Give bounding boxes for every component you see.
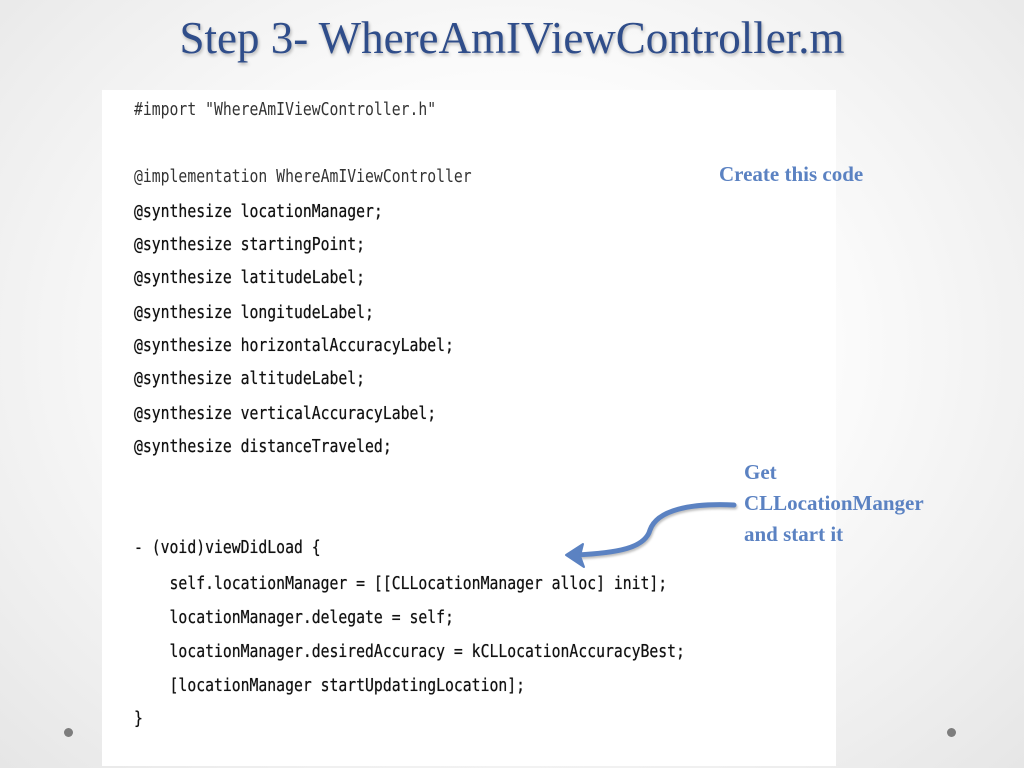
get-location-manager-note-line-1: Get xyxy=(744,460,777,484)
code-line-synthesize-longitude-label: @synthesize longitudeLabel; xyxy=(134,302,374,323)
code-line-synthesize-location-manager: @synthesize locationManager; xyxy=(134,201,383,222)
nav-dot-icon-left xyxy=(64,728,73,737)
code-line-synthesize-distance-traveled: @synthesize distanceTraveled; xyxy=(134,436,392,457)
code-line-alloc-location-manager: self.locationManager = [[CLLocationManag… xyxy=(134,573,668,594)
code-line-closing-brace: } xyxy=(134,708,143,729)
code-line-synthesize-horizontal-accuracy-label: @synthesize horizontalAccuracyLabel; xyxy=(134,335,454,356)
create-code-note: Create this code xyxy=(719,162,864,186)
code-line-set-delegate: locationManager.delegate = self; xyxy=(134,607,454,628)
slide-title: Step 3- WhereAmIViewController.m xyxy=(179,13,845,63)
code-line-synthesize-altitude-label: @synthesize altitudeLabel; xyxy=(134,368,366,389)
code-panel: #import "WhereAmIViewController.h" @impl… xyxy=(102,90,836,766)
code-line-set-desired-accuracy: locationManager.desiredAccuracy = kCLLoc… xyxy=(134,641,685,662)
get-location-manager-note-line-2: CLLocationManger xyxy=(744,491,924,515)
code-line-synthesize-vertical-accuracy-label: @synthesize verticalAccuracyLabel; xyxy=(134,403,437,424)
code-line-synthesize-latitude-label: @synthesize latitudeLabel; xyxy=(134,267,366,288)
code-line-start-updating-location: [locationManager startUpdatingLocation]; xyxy=(134,675,525,696)
code-line-view-did-load: - (void)viewDidLoad { xyxy=(134,537,321,558)
nav-dot-icon-right xyxy=(947,728,956,737)
get-location-manager-note-line-3: and start it xyxy=(744,522,844,546)
code-line-synthesize-starting-point: @synthesize startingPoint; xyxy=(134,234,366,255)
get-location-manager-note: Get CLLocationManger and start it xyxy=(744,457,924,550)
code-line-import: #import "WhereAmIViewController.h" xyxy=(134,99,437,120)
code-line-implementation: @implementation WhereAmIViewController xyxy=(134,166,472,187)
